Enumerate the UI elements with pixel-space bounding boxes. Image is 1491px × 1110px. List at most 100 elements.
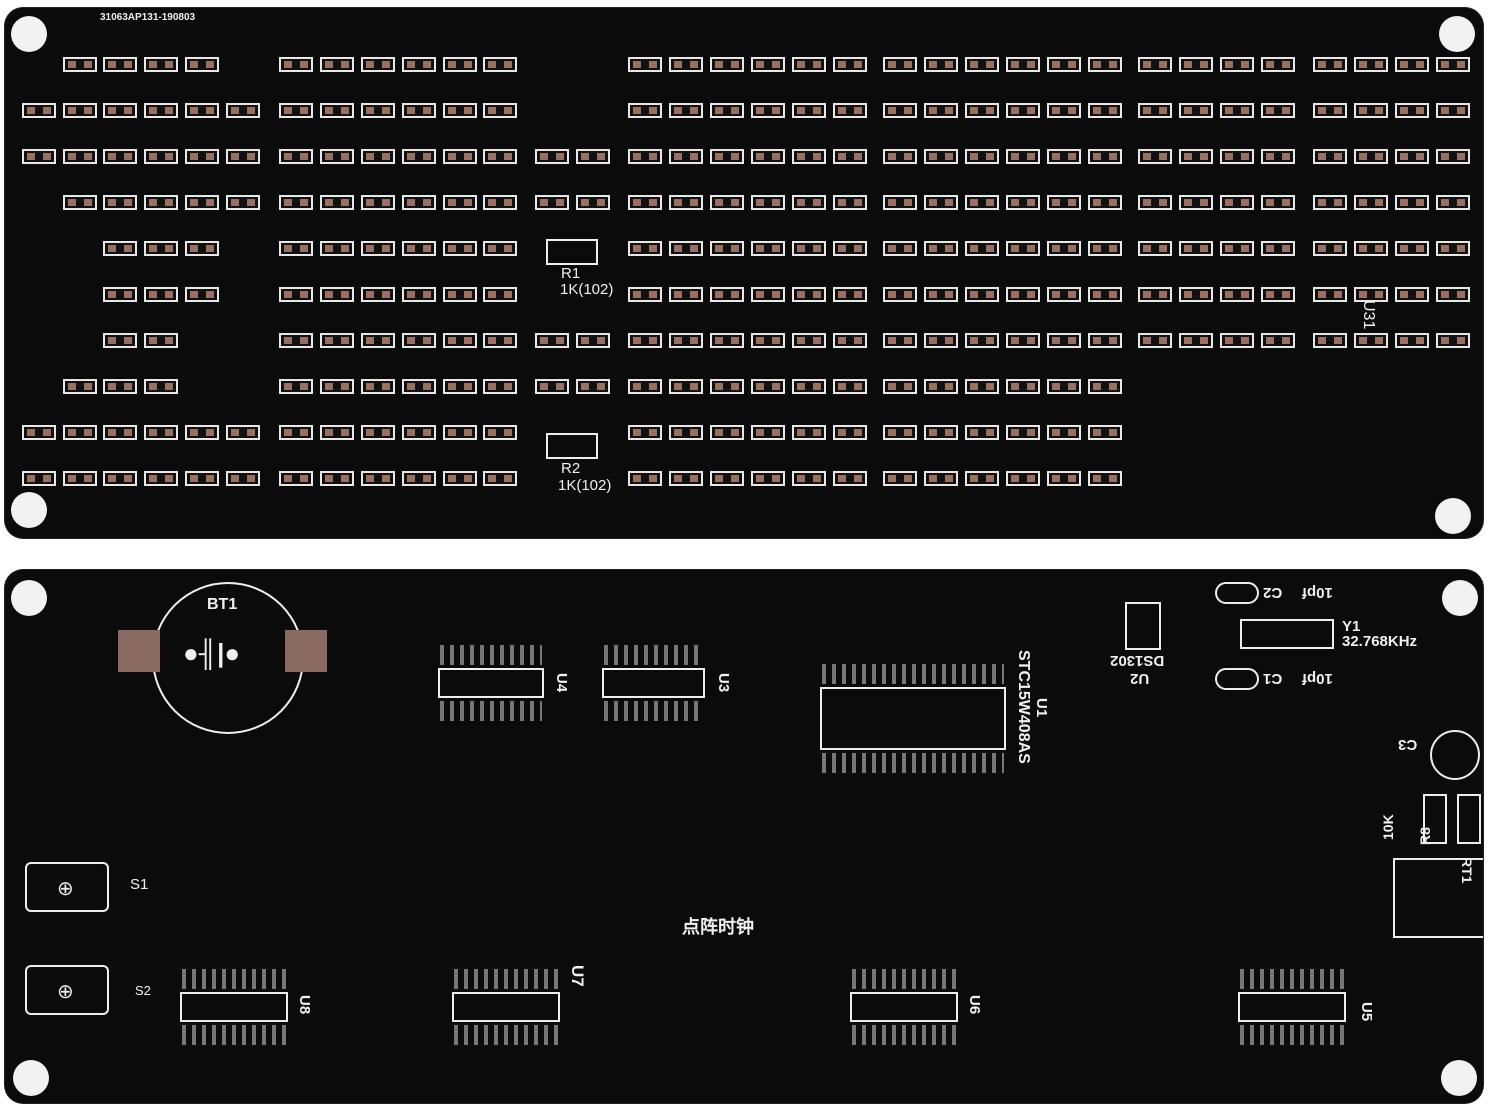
led-pad bbox=[833, 379, 867, 394]
led-pad bbox=[1088, 149, 1122, 164]
led-pad bbox=[751, 379, 785, 394]
led-pad bbox=[1220, 149, 1254, 164]
led-pad bbox=[669, 333, 703, 348]
led-pad bbox=[792, 333, 826, 348]
u2-chip-footprint bbox=[1125, 602, 1161, 650]
led-pad bbox=[443, 195, 477, 210]
led-pad bbox=[361, 287, 395, 302]
led-pad bbox=[1047, 195, 1081, 210]
led-pad bbox=[1006, 287, 1040, 302]
led-pad bbox=[1313, 241, 1347, 256]
led-pad bbox=[1138, 333, 1172, 348]
r8-value-label: 10K bbox=[1380, 814, 1396, 840]
led-pad bbox=[1047, 287, 1081, 302]
s2-label: S2 bbox=[135, 983, 151, 998]
led-pad bbox=[1220, 57, 1254, 72]
r1-value-label: 1K(102) bbox=[560, 281, 614, 298]
led-pad bbox=[751, 241, 785, 256]
led-pad bbox=[535, 333, 569, 348]
y1-crystal-footprint bbox=[1240, 619, 1334, 649]
led-pad bbox=[833, 195, 867, 210]
led-pad bbox=[279, 333, 313, 348]
bt1-label: BT1 bbox=[207, 596, 238, 613]
led-pad bbox=[483, 241, 517, 256]
led-pad bbox=[144, 149, 178, 164]
led-pad bbox=[402, 195, 436, 210]
led-pad bbox=[103, 241, 137, 256]
led-pad bbox=[833, 471, 867, 486]
led-pad bbox=[1138, 103, 1172, 118]
u5-label: U5 bbox=[1358, 1002, 1375, 1022]
led-pad bbox=[63, 379, 97, 394]
led-pad bbox=[792, 471, 826, 486]
led-pad bbox=[924, 195, 958, 210]
u1-chip-footprint bbox=[820, 664, 1006, 773]
led-pad bbox=[792, 287, 826, 302]
led-pad bbox=[792, 57, 826, 72]
led-pad bbox=[320, 103, 354, 118]
led-pad bbox=[1138, 241, 1172, 256]
r8-footprint bbox=[1423, 794, 1447, 844]
led-pad bbox=[710, 379, 744, 394]
led-pad bbox=[144, 379, 178, 394]
led-pad bbox=[226, 425, 260, 440]
led-pad bbox=[1261, 149, 1295, 164]
led-pad bbox=[628, 57, 662, 72]
led-pad bbox=[1395, 103, 1429, 118]
c3-label: C3 bbox=[1398, 736, 1418, 753]
led-pad bbox=[443, 287, 477, 302]
led-pad bbox=[1313, 287, 1347, 302]
led-pad bbox=[63, 471, 97, 486]
led-pad bbox=[710, 287, 744, 302]
led-pad bbox=[144, 287, 178, 302]
led-pad bbox=[1047, 103, 1081, 118]
u31-label: U31 bbox=[1360, 300, 1377, 330]
led-pad bbox=[63, 149, 97, 164]
led-pad bbox=[1261, 241, 1295, 256]
u1-ref-label: U1 bbox=[1033, 698, 1050, 718]
r2-value-label: 1K(102) bbox=[558, 477, 612, 494]
led-pad bbox=[402, 333, 436, 348]
led-pad bbox=[1436, 241, 1470, 256]
led-pad bbox=[1179, 149, 1213, 164]
led-pad bbox=[628, 241, 662, 256]
led-pad bbox=[402, 425, 436, 440]
led-pad bbox=[185, 241, 219, 256]
led-pad bbox=[226, 471, 260, 486]
mounting-hole bbox=[11, 16, 47, 52]
led-pad bbox=[103, 333, 137, 348]
led-pad bbox=[1179, 241, 1213, 256]
led-pad bbox=[1354, 103, 1388, 118]
u3-label: U3 bbox=[715, 673, 732, 693]
led-pad bbox=[1006, 195, 1040, 210]
led-pad bbox=[320, 379, 354, 394]
led-pad bbox=[1313, 149, 1347, 164]
led-pad bbox=[669, 195, 703, 210]
led-pad bbox=[1006, 425, 1040, 440]
led-pad bbox=[924, 57, 958, 72]
led-pad bbox=[226, 103, 260, 118]
s1-label: S1 bbox=[130, 876, 149, 893]
led-pad bbox=[320, 149, 354, 164]
led-pad bbox=[279, 195, 313, 210]
led-pad bbox=[751, 195, 785, 210]
led-pad bbox=[226, 195, 260, 210]
led-pad bbox=[361, 195, 395, 210]
led-pad bbox=[361, 425, 395, 440]
led-pad bbox=[1395, 241, 1429, 256]
u5-chip-footprint bbox=[1238, 969, 1346, 1045]
led-pad bbox=[279, 287, 313, 302]
c3-capacitor-footprint bbox=[1430, 730, 1480, 780]
led-pad bbox=[1354, 195, 1388, 210]
led-pad bbox=[185, 57, 219, 72]
mounting-hole bbox=[11, 492, 47, 528]
led-pad bbox=[144, 195, 178, 210]
led-pad bbox=[320, 287, 354, 302]
led-pad bbox=[279, 57, 313, 72]
led-pad bbox=[1220, 287, 1254, 302]
led-pad bbox=[103, 57, 137, 72]
led-pad bbox=[965, 333, 999, 348]
led-pad bbox=[1138, 287, 1172, 302]
led-pad bbox=[361, 379, 395, 394]
led-pad bbox=[22, 103, 56, 118]
